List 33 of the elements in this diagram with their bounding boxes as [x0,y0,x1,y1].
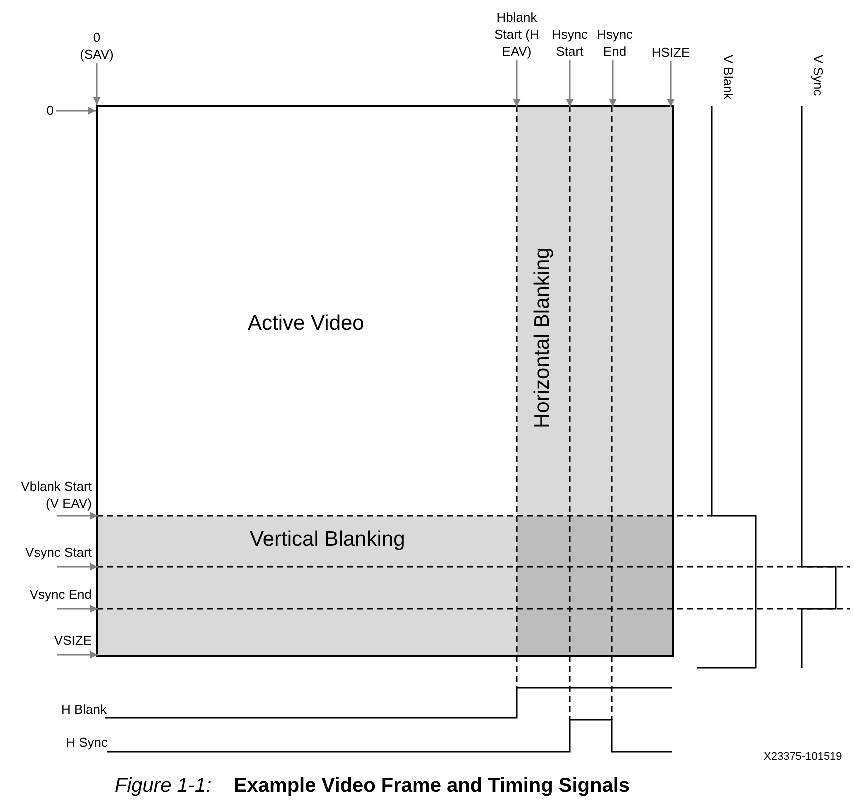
region-label: Horizontal Blanking [531,246,555,430]
arrow [57,605,98,613]
position-label: 0 [46,102,54,119]
position-label: HSIZE [650,44,692,61]
position-label: Hblank Start (H EAV) [494,9,540,60]
blanking-band [517,107,672,516]
figure-id: X23375-101519 [764,750,842,765]
position-label: Vsync Start [24,544,92,561]
position-label: Hsync End [596,26,634,60]
position-label: Vblank Start (V EAV) [20,478,92,512]
overlap-region [517,516,672,655]
region-label: Active Video [248,312,364,336]
position-label: Vsync End [28,586,92,603]
position-label: VSIZE [53,632,92,649]
arrow [513,60,521,107]
arrow [93,63,101,105]
signal-label: H Blank [60,701,107,718]
position-label: Hsync Start [550,26,590,60]
arrow [566,60,574,107]
arrow [667,61,675,107]
position-label: 0 (SAV) [79,29,115,63]
blanking-band [98,516,517,655]
arrow [609,60,617,107]
arrow [57,563,98,571]
signal-label: V Blank [720,55,737,100]
arrow [56,107,96,115]
signal-label: H Sync [65,734,108,751]
arrow [57,512,98,520]
region-label: Vertical Blanking [250,528,406,552]
video-frame-box [96,105,674,657]
signal-label: V Sync [810,55,827,96]
figure-caption: Figure 1-1: Example Video Frame and Timing Signals [115,775,630,798]
arrow [57,651,98,659]
